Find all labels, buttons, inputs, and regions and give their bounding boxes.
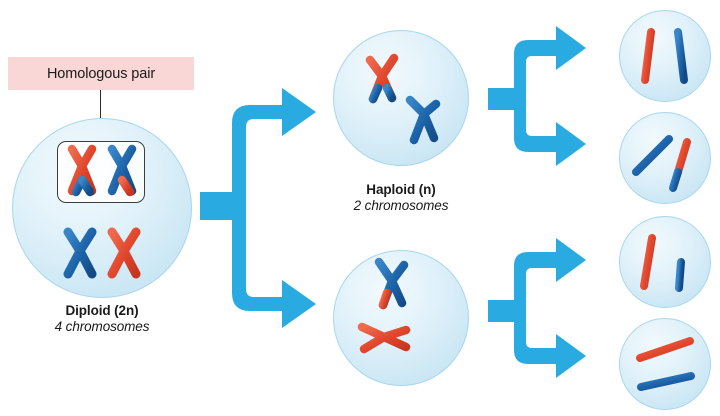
cell-haploid-upper xyxy=(333,30,469,166)
cell-gamete-1 xyxy=(619,10,711,102)
meiosis-ii-split-arrow-upper xyxy=(488,26,586,166)
label-haploid-title: Haploid (n) xyxy=(366,182,436,197)
homologous-pair-tag: Homologous pair xyxy=(8,57,194,90)
cell-haploid-lower xyxy=(333,250,469,386)
label-diploid: Diploid (2n) 4 chromosomes xyxy=(12,303,192,336)
homologous-pair-box xyxy=(57,141,145,203)
label-haploid-subtitle: 2 chromosomes xyxy=(353,198,449,214)
label-diploid-subtitle: 4 chromosomes xyxy=(54,319,150,335)
label-haploid: Haploid (n) 2 chromosomes xyxy=(321,182,481,215)
cell-gamete-3 xyxy=(619,216,711,308)
cell-gamete-4 xyxy=(619,318,711,410)
cell-gamete-2 xyxy=(619,112,711,204)
meiosis-ii-split-arrow-lower xyxy=(488,238,586,378)
homologous-pair-leader-line xyxy=(100,90,102,142)
homologous-pair-tag-label: Homologous pair xyxy=(46,65,156,82)
meiosis-i-split-arrow xyxy=(200,88,316,328)
label-diploid-title: Diploid (2n) xyxy=(65,303,139,318)
